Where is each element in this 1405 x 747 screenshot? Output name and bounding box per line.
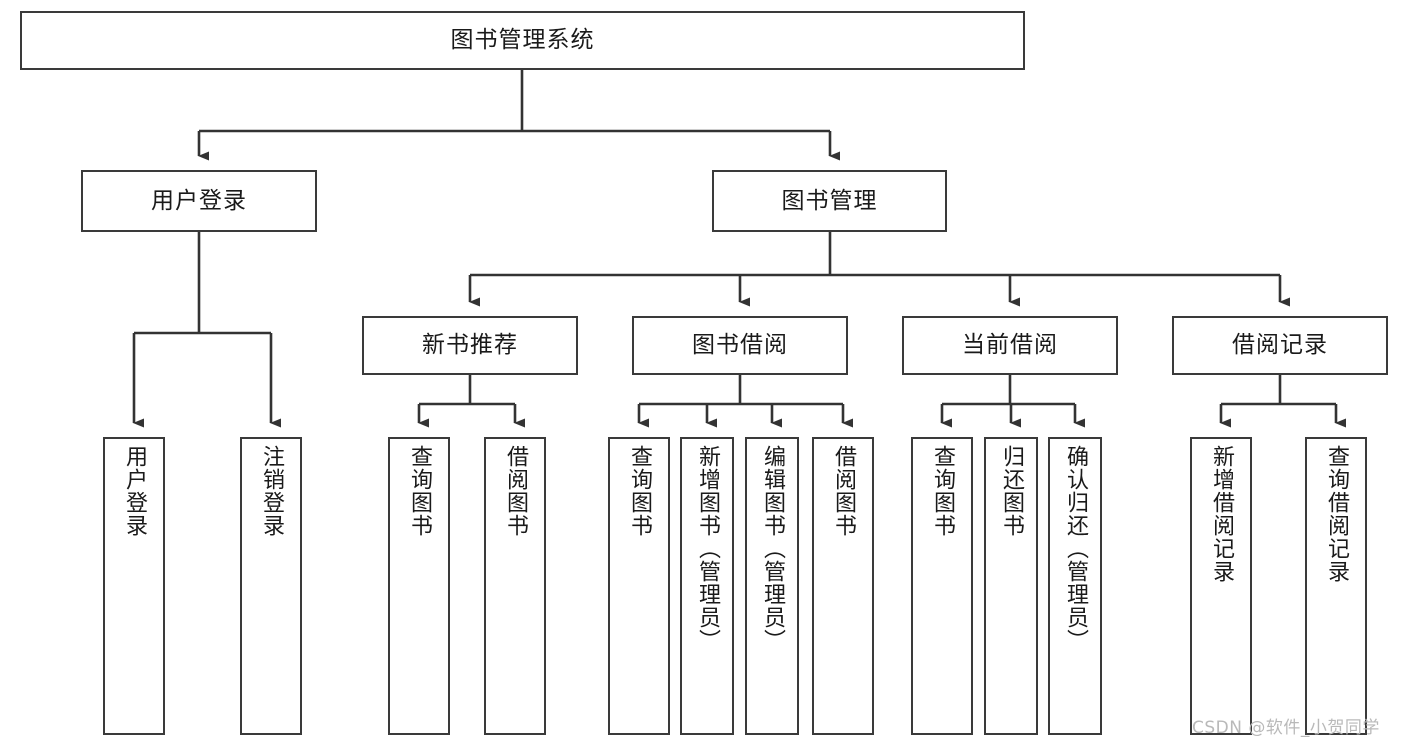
node-root[interactable]: 图书管理系统	[20, 11, 1025, 70]
leaf-borrow-book-label: 借阅图书	[830, 445, 856, 537]
node-book-borrow[interactable]: 图书借阅	[632, 316, 848, 375]
leaf-edit-book-admin-label: 编辑图书（管理员）	[759, 445, 785, 652]
leaf-query-book-recommend[interactable]: 查询图书	[388, 437, 450, 735]
leaf-user-login[interactable]: 用户登录	[103, 437, 165, 735]
leaf-add-book-admin-label: 新增图书（管理员）	[694, 445, 720, 652]
node-new-book-recommend-label: 新书推荐	[422, 332, 518, 359]
node-book-management[interactable]: 图书管理	[712, 170, 947, 232]
node-user-login-label: 用户登录	[151, 187, 247, 214]
node-current-borrow[interactable]: 当前借阅	[902, 316, 1118, 375]
leaf-query-borrow-record-label: 查询借阅记录	[1323, 445, 1349, 583]
leaf-query-book-borrow-label: 查询图书	[626, 445, 652, 537]
leaf-confirm-return-admin-label: 确认归还（管理员）	[1062, 445, 1088, 652]
leaf-confirm-return-admin[interactable]: 确认归还（管理员）	[1048, 437, 1102, 735]
leaf-add-borrow-record-label: 新增借阅记录	[1208, 445, 1234, 583]
leaf-edit-book-admin[interactable]: 编辑图书（管理员）	[745, 437, 799, 735]
node-user-login[interactable]: 用户登录	[81, 170, 317, 232]
node-new-book-recommend[interactable]: 新书推荐	[362, 316, 578, 375]
leaf-user-login-label: 用户登录	[121, 445, 147, 537]
leaf-borrow-book-recommend[interactable]: 借阅图书	[484, 437, 546, 735]
leaf-borrow-book-recommend-label: 借阅图书	[502, 445, 528, 537]
node-borrow-record[interactable]: 借阅记录	[1172, 316, 1388, 375]
node-book-borrow-label: 图书借阅	[692, 332, 788, 359]
leaf-query-book-current-label: 查询图书	[929, 445, 955, 537]
leaf-add-book-admin[interactable]: 新增图书（管理员）	[680, 437, 734, 735]
leaf-query-book-recommend-label: 查询图书	[406, 445, 432, 537]
node-root-label: 图书管理系统	[450, 27, 595, 54]
leaf-user-logout[interactable]: 注销登录	[240, 437, 302, 735]
leaf-query-borrow-record[interactable]: 查询借阅记录	[1305, 437, 1367, 735]
node-book-management-label: 图书管理	[781, 187, 878, 214]
leaf-return-book[interactable]: 归还图书	[984, 437, 1038, 735]
leaf-borrow-book[interactable]: 借阅图书	[812, 437, 874, 735]
leaf-query-book-borrow[interactable]: 查询图书	[608, 437, 670, 735]
csdn-watermark: CSDN @软件_小贺同学	[1192, 718, 1380, 738]
node-borrow-record-label: 借阅记录	[1232, 332, 1328, 359]
leaf-user-logout-label: 注销登录	[258, 445, 284, 537]
leaf-return-book-label: 归还图书	[998, 445, 1024, 537]
leaf-add-borrow-record[interactable]: 新增借阅记录	[1190, 437, 1252, 735]
node-current-borrow-label: 当前借阅	[962, 332, 1058, 359]
leaf-query-book-current[interactable]: 查询图书	[911, 437, 973, 735]
